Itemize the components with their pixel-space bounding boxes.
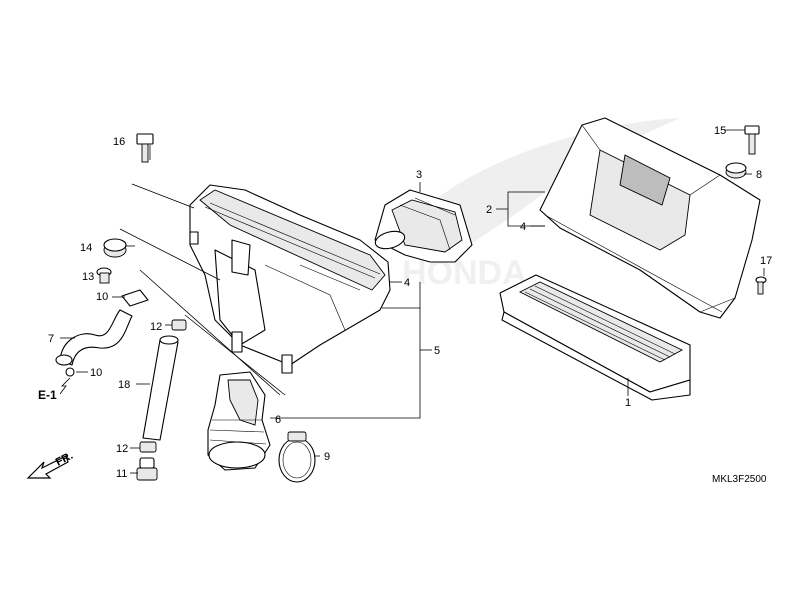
direction-label: FR. (54, 450, 75, 469)
callout-4-right: 4 (520, 221, 526, 233)
air-cleaner-case (189, 184, 391, 374)
callout-3: 3 (416, 169, 422, 181)
clip-10-lower (65, 367, 75, 377)
callout-12-lower: 12 (116, 443, 128, 455)
bolt-15 (744, 125, 760, 155)
callout-15: 15 (714, 125, 726, 137)
callout-13: 13 (82, 271, 94, 283)
reference-label: E-1 (38, 388, 57, 402)
callout-12-upper: 12 (150, 321, 162, 333)
diagram-code: MKL3F2500 (712, 474, 767, 485)
callout-labels: 16 14 13 10 7 10 12 18 12 11 9 3 4 5 6 2… (48, 125, 772, 480)
callout-9: 9 (324, 451, 330, 463)
callout-2: 2 (486, 204, 492, 216)
callout-10-lower: 10 (90, 367, 102, 379)
callout-14: 14 (80, 242, 92, 254)
callout-17: 17 (760, 255, 772, 267)
callout-11: 11 (116, 468, 127, 480)
callout-1: 1 (625, 397, 631, 409)
callout-7: 7 (48, 333, 54, 345)
clip-12-lower (139, 441, 157, 453)
clip-10-upper (121, 289, 149, 307)
front-direction-arrow: FR. (26, 450, 75, 479)
reference-arrow (59, 377, 71, 395)
drain-tube-7 (55, 309, 133, 366)
air-cleaner-cover (539, 117, 761, 319)
air-filter-element (499, 274, 691, 401)
cap-13 (96, 267, 112, 284)
bolt-16 (136, 133, 154, 163)
intake-duct (207, 371, 271, 471)
callout-4-left: 4 (404, 277, 410, 289)
grommet-8 (725, 162, 747, 179)
callout-6: 6 (275, 414, 281, 426)
callout-16: 16 (113, 136, 125, 148)
leader-lines (60, 129, 765, 474)
callout-18: 18 (118, 379, 130, 391)
connecting-tube (374, 189, 473, 263)
screw-17 (755, 276, 767, 295)
band-clamp-9 (278, 431, 316, 483)
plug-11 (136, 457, 158, 481)
clip-12-upper (171, 319, 187, 331)
tube-18 (142, 335, 179, 441)
callout-8: 8 (756, 169, 762, 181)
callout-10-upper: 10 (96, 291, 108, 303)
callout-5: 5 (434, 345, 440, 357)
grommet-14 (103, 238, 127, 258)
